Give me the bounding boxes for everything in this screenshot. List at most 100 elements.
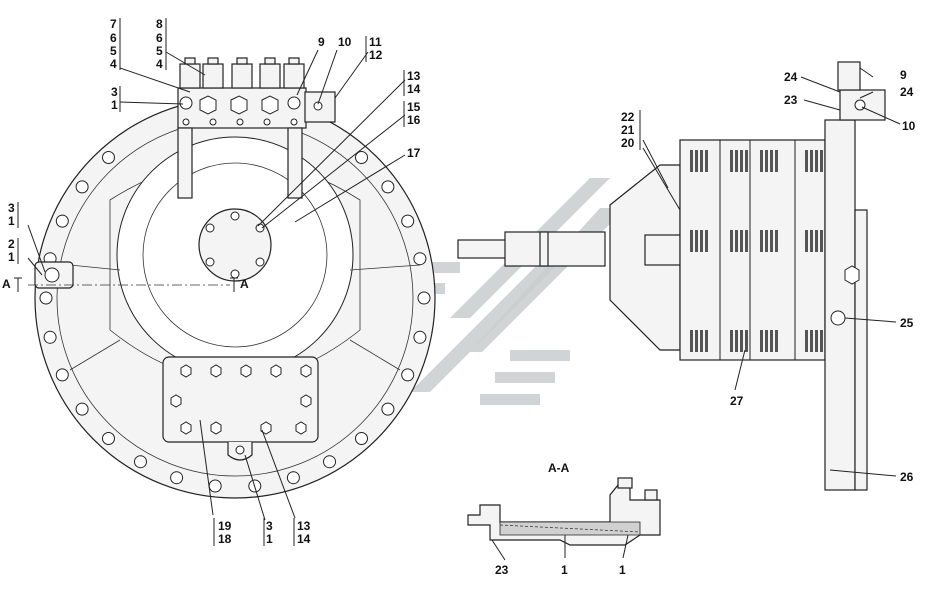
callout-2-1: 21 [8,237,19,264]
disc-slot [745,330,748,352]
section-title: A-A [548,461,570,475]
svg-text:1: 1 [111,98,118,112]
flange-bolt [102,432,115,445]
flange-bolt [55,368,69,382]
svg-text:5: 5 [156,44,163,58]
flange-bolt [102,151,115,164]
section-marker-left: A [2,277,11,291]
callout-27: 27 [730,394,744,408]
callout-17: 17 [407,146,421,160]
svg-text:22: 22 [621,110,635,124]
svg-text:6: 6 [156,31,163,45]
disc-slot [815,230,818,252]
flange-bolt [401,368,415,382]
disc-slot [730,330,733,352]
disc-slot [815,150,818,172]
disc-slot [690,330,693,352]
disc-slot [765,230,768,252]
solenoid-valves [179,57,305,89]
svg-text:1: 1 [266,532,273,546]
disc-slot [745,230,748,252]
flange-bolt [417,291,431,305]
disc-slot [695,150,698,172]
cover-bolts [170,364,312,435]
flange-bolt [381,402,395,416]
disc-slot [735,230,738,252]
disc-slot [770,330,773,352]
disc-slot [700,150,703,172]
side-view-assembly [457,61,886,491]
disc-slot [765,330,768,352]
svg-text:1: 1 [8,214,15,228]
svg-text:2: 2 [8,237,15,251]
flange-bolt [401,214,415,228]
disc-slot [810,230,813,252]
disc-slot [735,330,738,352]
svg-text:3: 3 [8,201,15,215]
rear-plate [824,119,856,491]
disc-slot [775,230,778,252]
svg-text:18: 18 [218,532,232,546]
flange-bolt [43,330,57,344]
disc-slot [745,150,748,172]
disc-slot [765,150,768,172]
flange-bolt [413,330,427,344]
disc-slot [740,330,743,352]
svg-text:11: 11 [369,35,382,49]
disc-slot [730,150,733,172]
svg-text:5: 5 [110,44,117,58]
callout-25: 25 [900,316,914,330]
input-shaft [457,239,509,259]
disc-slot [810,330,813,352]
callout-10: 10 [338,35,352,49]
callout-1-section-b: 1 [619,563,626,577]
section-marker-center: A [240,277,249,291]
svg-text:4: 4 [110,57,117,71]
svg-text:3: 3 [266,519,273,533]
svg-text:6: 6 [110,31,117,45]
svg-text:8: 8 [156,17,163,31]
svg-text:12: 12 [369,48,383,62]
callout-23-side: 23 [784,93,798,107]
section-a-a [467,477,661,546]
svg-text:19: 19 [218,519,232,533]
disc-slot [760,230,763,252]
callout-3-1-left: 31 [8,201,19,228]
disc-slot [770,230,773,252]
callout-10-side: 10 [902,119,916,133]
flange-bolt [75,402,89,416]
disc-slot [690,150,693,172]
svg-text:14: 14 [297,532,311,546]
disc-slot [760,330,763,352]
svg-text:4: 4 [156,57,163,71]
flange-bolt [286,471,300,485]
callout-3-1-top: 31 [111,85,121,112]
disc-slot [740,230,743,252]
callout-1-section-a: 1 [561,563,568,577]
callout-24-b: 24 [900,85,914,99]
callout-9-side: 9 [900,68,907,82]
disc-slot [770,150,773,172]
flange-bolt [75,180,89,194]
svg-text:16: 16 [407,113,421,127]
perimeter-bolts [39,151,431,493]
disc-slot [735,150,738,172]
flange-bolt [413,252,427,266]
center-hub [198,208,272,282]
disc-slot [705,150,708,172]
disc-slot [695,230,698,252]
flange-bolt [170,471,184,485]
flange-bolt [55,214,69,228]
disc-slot [700,330,703,352]
svg-text:13: 13 [297,519,311,533]
disc-slot [740,150,743,172]
clutch-pack [679,139,826,361]
svg-text:13: 13 [407,69,421,83]
